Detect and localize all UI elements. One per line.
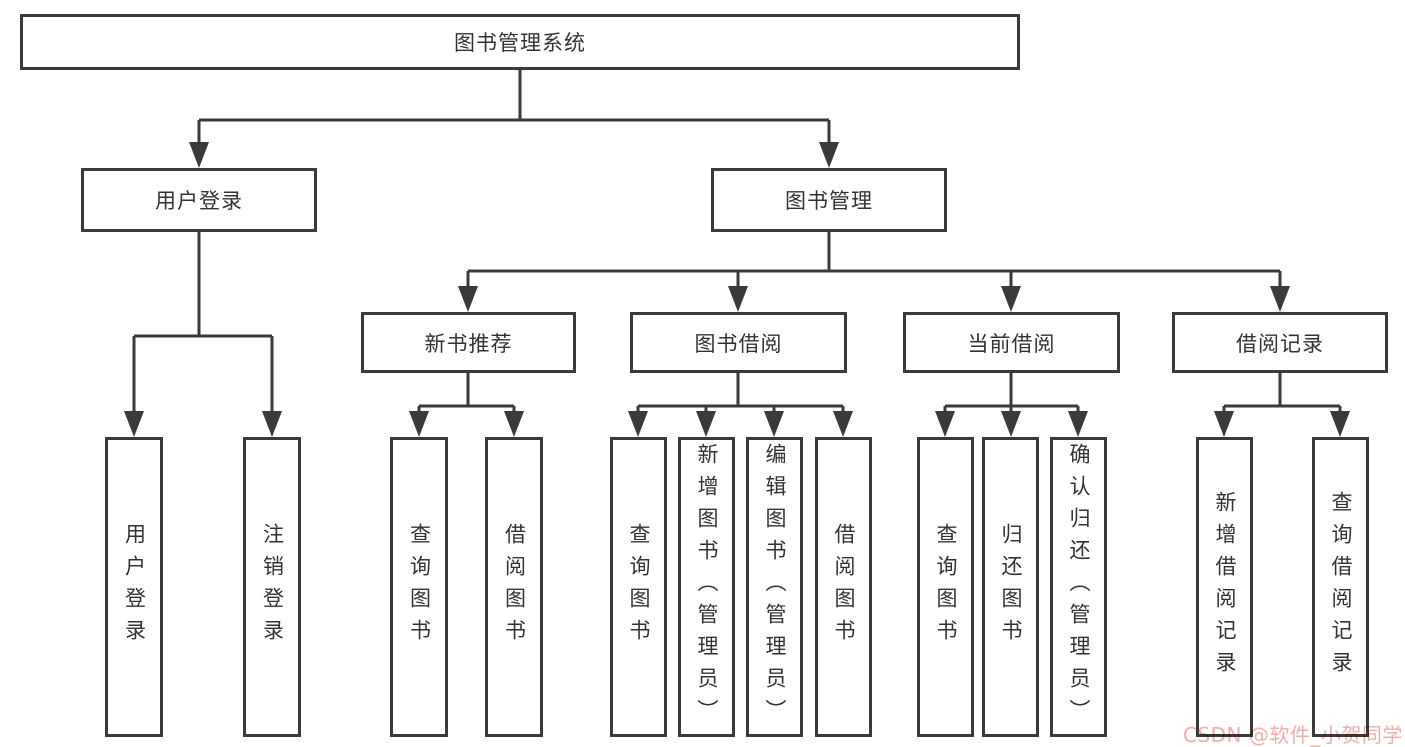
leaf-query-books-current: 查询图书 xyxy=(917,437,974,737)
node-user-login: 用户登录 xyxy=(81,168,317,232)
leaf-borrow-books-label: 借阅图书 xyxy=(832,523,856,651)
leaf-logout-label: 注销登录 xyxy=(260,523,285,651)
node-new-book-recommend: 新书推荐 xyxy=(361,312,576,373)
node-root-label: 图书管理系统 xyxy=(454,31,586,55)
node-borrow-records-label: 借阅记录 xyxy=(1236,331,1324,356)
leaf-user-login: 用户登录 xyxy=(105,437,163,737)
leaf-query-books-borrow-label: 查询图书 xyxy=(627,523,651,651)
leaf-query-borrow-record: 查询借阅记录 xyxy=(1312,437,1369,737)
leaf-edit-book-admin: 编辑图书（管理员） xyxy=(746,437,803,737)
leaf-edit-book-admin-label: 编辑图书（管理员） xyxy=(763,443,787,731)
leaf-confirm-return-admin: 确认归还（管理员） xyxy=(1050,437,1107,737)
leaf-user-login-label: 用户登录 xyxy=(122,523,147,651)
node-borrow-records: 借阅记录 xyxy=(1172,312,1388,373)
leaf-query-books-recommend: 查询图书 xyxy=(390,437,448,737)
node-root: 图书管理系统 xyxy=(20,14,1020,70)
node-book-management-label: 图书管理 xyxy=(785,189,873,213)
node-current-borrow: 当前借阅 xyxy=(903,312,1120,373)
node-user-login-label: 用户登录 xyxy=(155,189,243,213)
leaf-borrow-books-recommend: 借阅图书 xyxy=(485,437,543,737)
leaf-confirm-return-admin-label: 确认归还（管理员） xyxy=(1067,443,1091,731)
leaf-borrow-books: 借阅图书 xyxy=(815,437,872,737)
leaf-borrow-books-recommend-label: 借阅图书 xyxy=(502,523,527,651)
node-new-book-recommend-label: 新书推荐 xyxy=(424,331,513,356)
leaf-add-borrow-record: 新增借阅记录 xyxy=(1196,437,1253,737)
leaf-query-books-borrow: 查询图书 xyxy=(610,437,667,737)
watermark: CSDN @软件_小贺同学 xyxy=(1183,723,1403,747)
node-book-borrow-label: 图书借阅 xyxy=(694,331,783,356)
node-current-borrow-label: 当前借阅 xyxy=(967,331,1056,356)
leaf-query-borrow-record-label: 查询借阅记录 xyxy=(1329,491,1353,683)
leaf-query-books-recommend-label: 查询图书 xyxy=(407,523,432,651)
leaf-logout: 注销登录 xyxy=(243,437,301,737)
node-book-management: 图书管理 xyxy=(711,168,947,232)
leaf-return-books: 归还图书 xyxy=(982,437,1039,737)
leaf-return-books-label: 归还图书 xyxy=(999,523,1023,651)
leaf-add-book-admin: 新增图书（管理员） xyxy=(678,437,735,737)
leaf-add-book-admin-label: 新增图书（管理员） xyxy=(695,443,719,731)
node-book-borrow: 图书借阅 xyxy=(630,312,847,373)
leaf-add-borrow-record-label: 新增借阅记录 xyxy=(1213,491,1237,683)
leaf-query-books-current-label: 查询图书 xyxy=(934,523,958,651)
